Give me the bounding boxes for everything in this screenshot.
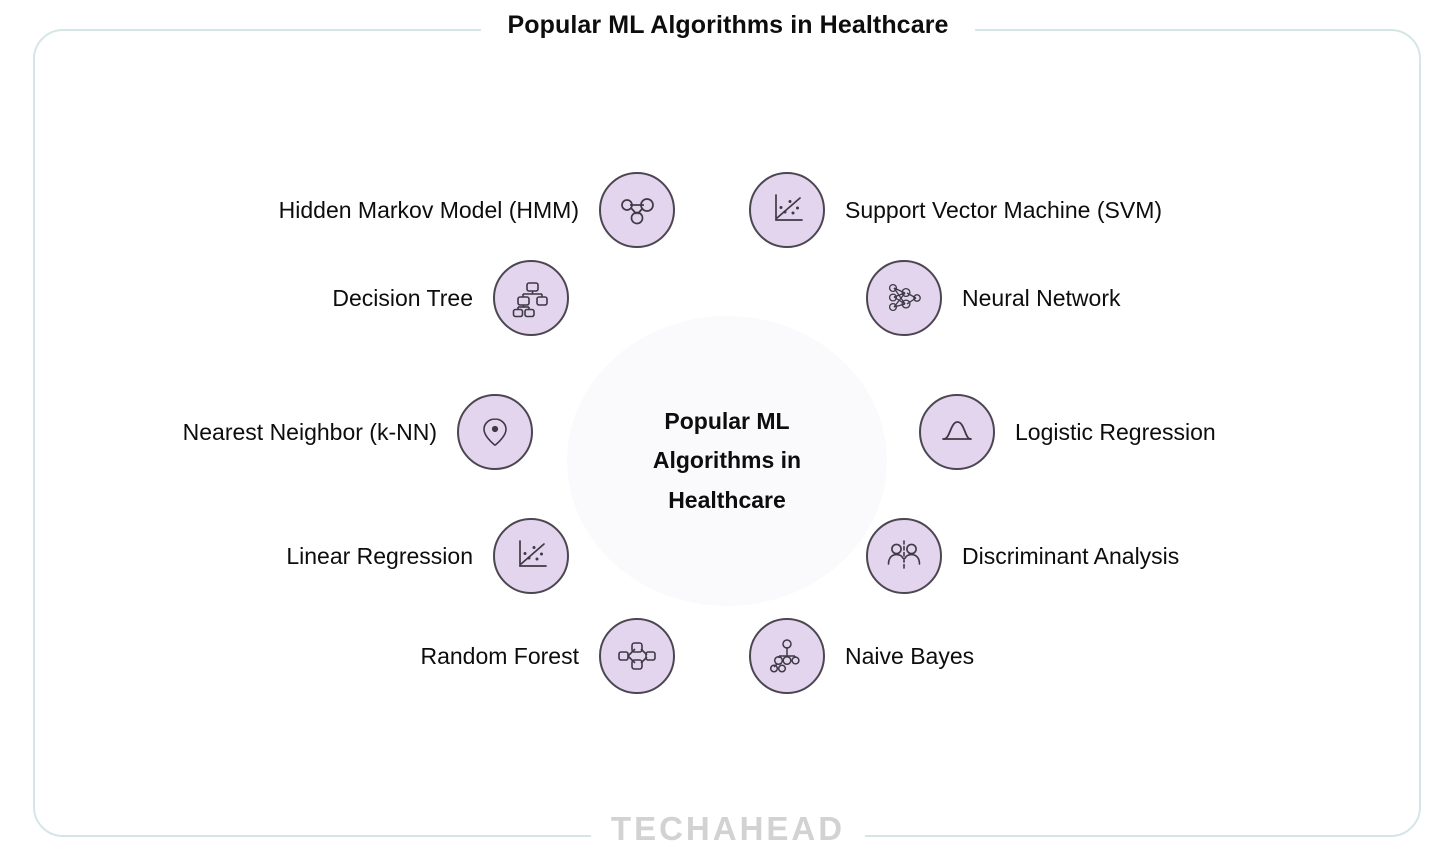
node-label-nearest-neighbor: Nearest Neighbor (k-NN) xyxy=(182,418,437,445)
node-linear-regression[interactable]: Linear Regression xyxy=(286,511,569,601)
bell-curve-icon xyxy=(919,394,995,470)
node-label-naive-bayes: Naive Bayes xyxy=(845,642,975,669)
node-discriminant-analysis[interactable]: Discriminant Analysis xyxy=(866,511,1179,601)
random-forest-icon xyxy=(599,618,675,694)
map-pin-icon xyxy=(457,394,533,470)
node-neural-network[interactable]: Neural Network xyxy=(866,253,1121,343)
node-label-random-forest: Random Forest xyxy=(420,642,579,669)
node-label-support-vector-machine: Support Vector Machine (SVM) xyxy=(845,196,1163,223)
node-label-logistic-regression: Logistic Regression xyxy=(1015,418,1216,445)
techahead-watermark: TECHAHEAD xyxy=(590,812,866,845)
node-label-neural-network: Neural Network xyxy=(962,284,1121,311)
page-title-container: Popular ML Algorithms in Healthcare xyxy=(0,13,1456,38)
node-nearest-neighbor[interactable]: Nearest Neighbor (k-NN) xyxy=(183,387,533,477)
node-random-forest[interactable]: Random Forest xyxy=(420,611,675,701)
neural-network-icon xyxy=(866,260,942,336)
center-hub: Popular ML Algorithms in Healthcare xyxy=(567,316,887,606)
node-hidden-markov-model[interactable]: Hidden Markov Model (HMM) xyxy=(279,165,675,255)
node-decision-tree[interactable]: Decision Tree xyxy=(332,253,569,343)
node-label-decision-tree: Decision Tree xyxy=(332,284,473,311)
scatter-plot-line-icon xyxy=(749,172,825,248)
scatter-plot-line-icon xyxy=(493,518,569,594)
node-naive-bayes[interactable]: Naive Bayes xyxy=(749,611,974,701)
node-logistic-regression[interactable]: Logistic Regression xyxy=(919,387,1216,477)
node-support-vector-machine[interactable]: Support Vector Machine (SVM) xyxy=(749,165,1162,255)
bayes-tree-icon xyxy=(749,618,825,694)
node-label-discriminant-analysis: Discriminant Analysis xyxy=(962,542,1180,569)
two-people-divider-icon xyxy=(866,518,942,594)
connected-nodes-icon xyxy=(599,172,675,248)
center-hub-line-2: Algorithms in xyxy=(652,447,802,474)
node-label-linear-regression: Linear Regression xyxy=(286,542,473,569)
watermark-container: TECHAHEAD xyxy=(0,812,1456,845)
page-title: Popular ML Algorithms in Healthcare xyxy=(481,13,975,38)
center-hub-label: Popular ML Algorithms in Healthcare xyxy=(620,402,835,521)
center-hub-line-1: Popular ML xyxy=(664,407,790,434)
decision-tree-icon xyxy=(493,260,569,336)
node-label-hidden-markov-model: Hidden Markov Model (HMM) xyxy=(278,196,579,223)
center-hub-line-3: Healthcare xyxy=(668,486,786,513)
